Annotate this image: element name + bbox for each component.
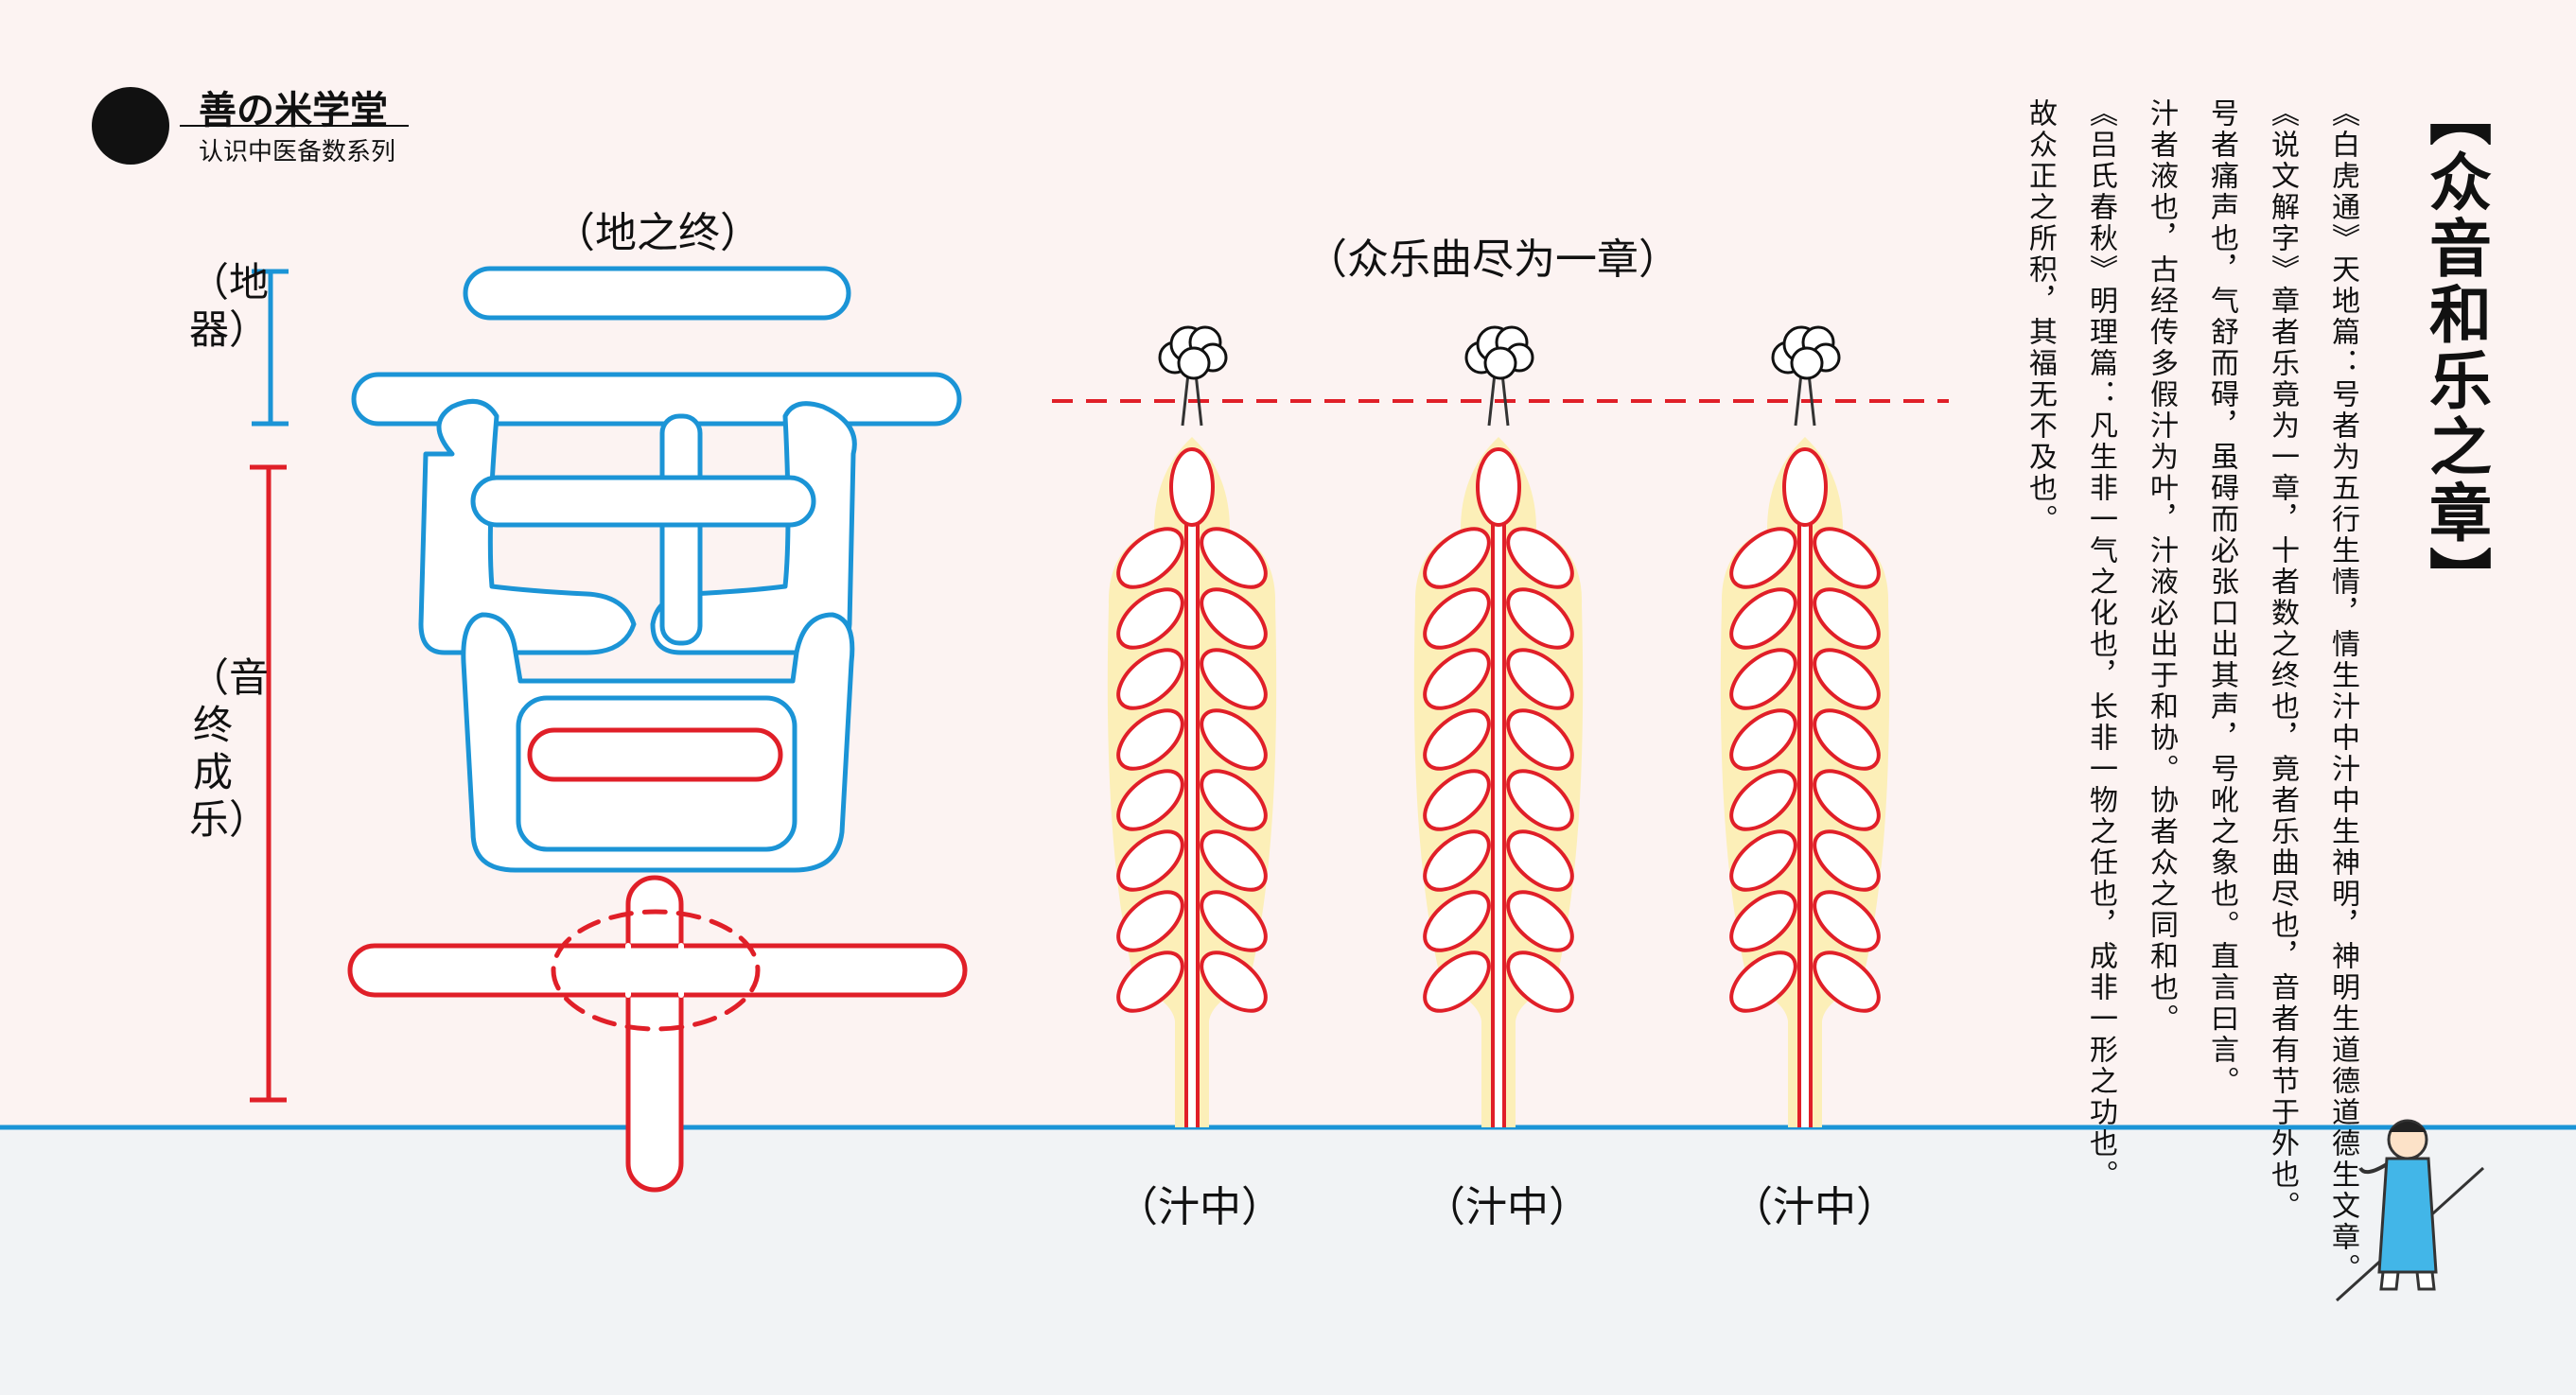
cross-highlight-ellipse [551,909,761,1032]
wheat-stalk [1107,325,1277,1127]
wheat-grain [1200,890,1268,952]
wheat-grain [1116,587,1184,650]
wheat-grain [1813,527,1881,589]
wheat-grain [1782,447,1828,527]
wheat-grain [1729,829,1797,892]
wheat-stalk [1720,325,1890,1127]
text-column-5: 《吕氏春秋》明理篇：凡生非一气之化也，长非一物之任也，成非一形之功也。 [2084,98,2117,1191]
logo-badge [92,87,169,165]
wheat-grain [1813,950,1881,1013]
label-lower-music: （音终成乐） [189,654,270,843]
wheat-grain [1116,527,1184,589]
wheat-grain [1813,708,1881,771]
wheat-grain [1423,890,1491,952]
wheat-grain [1729,648,1797,710]
wheat-grain [1423,829,1491,892]
zhang-character [347,266,968,1193]
text-column-3: 号者痛声也，气舒而碍，虽碍而必张口出其声，号吪之象也。直言曰言。 [2205,98,2238,1097]
wheat-grain [1813,587,1881,650]
brand-series: 认识中医备数系列 [199,138,396,166]
wheat-grain [1200,648,1268,710]
wheat-grain [1506,587,1574,650]
text-column-1: 《白虎通》天地篇：号者为五行生情，情生汁中汁中生神明，神明生道德道德生文章。 [2326,98,2359,1284]
wheat-grain [1506,708,1574,771]
brand-name: 善の米学堂 [199,88,388,132]
stroke-li-left [418,398,637,655]
text-column-2: 《说文解字》章者乐竟为一章，十者数之终也，竟者乐曲尽也，音者有节于外也。 [2266,98,2299,1222]
stroke-bottom-cross [347,943,968,998]
stroke-bottom-stem [625,875,684,1193]
wheat-grain [1729,950,1797,1013]
wheat-grain [1729,890,1797,952]
cloud-icon [1464,325,1534,380]
wheat-grain [1506,829,1574,892]
wheat-grain [1200,587,1268,650]
wheat-grain [1506,890,1574,952]
wheat-grain [1200,527,1268,589]
wheat-grain [1116,708,1184,771]
wheat-grain [1116,950,1184,1013]
wheat-grain [1200,769,1268,831]
stroke-ri-middle [527,727,783,782]
wheat-grain [1813,769,1881,831]
text-column-6: 故众正之所积，其福无不及也。 [2024,98,2057,535]
wheat-grain [1423,527,1491,589]
stroke-top-bar [463,266,851,321]
wheat-grain [1506,648,1574,710]
cloud-icon [1158,325,1228,380]
wheat-grain [1813,890,1881,952]
ground-area [0,1127,2576,1395]
wheat-grain [1506,950,1574,1013]
wheat-grain [1169,447,1215,527]
wheat-caption: （众乐曲尽为一章） [1306,235,1680,284]
wheat-stalk [1413,325,1584,1127]
wheat-grain [1729,708,1797,771]
wheat-grain [1729,587,1797,650]
text-column-4: 汁者液也，古经传多假汁为叶，汁液必出于和协。协者众之同和也。 [2145,98,2178,1035]
wheat-grain [1729,769,1797,831]
bracket-upper [252,269,289,427]
wheat-grain [1423,648,1491,710]
wheat-grain [1729,527,1797,589]
wheat-grain [1116,769,1184,831]
wheat-grain [1423,587,1491,650]
wheat-grain [1116,648,1184,710]
wheat-grain [1116,890,1184,952]
cloud-icon [1771,325,1841,380]
wheat-grain [1200,950,1268,1013]
wheat-grain [1813,648,1881,710]
wheat-grain [1476,447,1521,527]
stroke-li-cross [470,475,816,528]
wheat-grain [1813,829,1881,892]
label-top-earth-end: （地之终） [553,209,762,257]
stalk-label-2: （汁中） [1424,1183,1590,1231]
label-upper-earth-vessel: （地器） [189,259,270,353]
wheat-grain [1116,829,1184,892]
wheat-grain [1506,527,1574,589]
page-title: 【众音和乐之章】 [2419,83,2493,613]
wheat-grain [1200,708,1268,771]
wheat-grain [1423,708,1491,771]
bracket-lower [250,464,287,1103]
wheat-grain [1200,829,1268,892]
stalk-label-1: （汁中） [1116,1183,1283,1231]
stalk-label-3: （汁中） [1731,1183,1898,1231]
wheat-grain [1506,769,1574,831]
stroke-li-stem [659,413,703,646]
wheat-grain [1423,950,1491,1013]
wheat-grain [1423,769,1491,831]
scholar-figure-icon [2335,1119,2485,1302]
